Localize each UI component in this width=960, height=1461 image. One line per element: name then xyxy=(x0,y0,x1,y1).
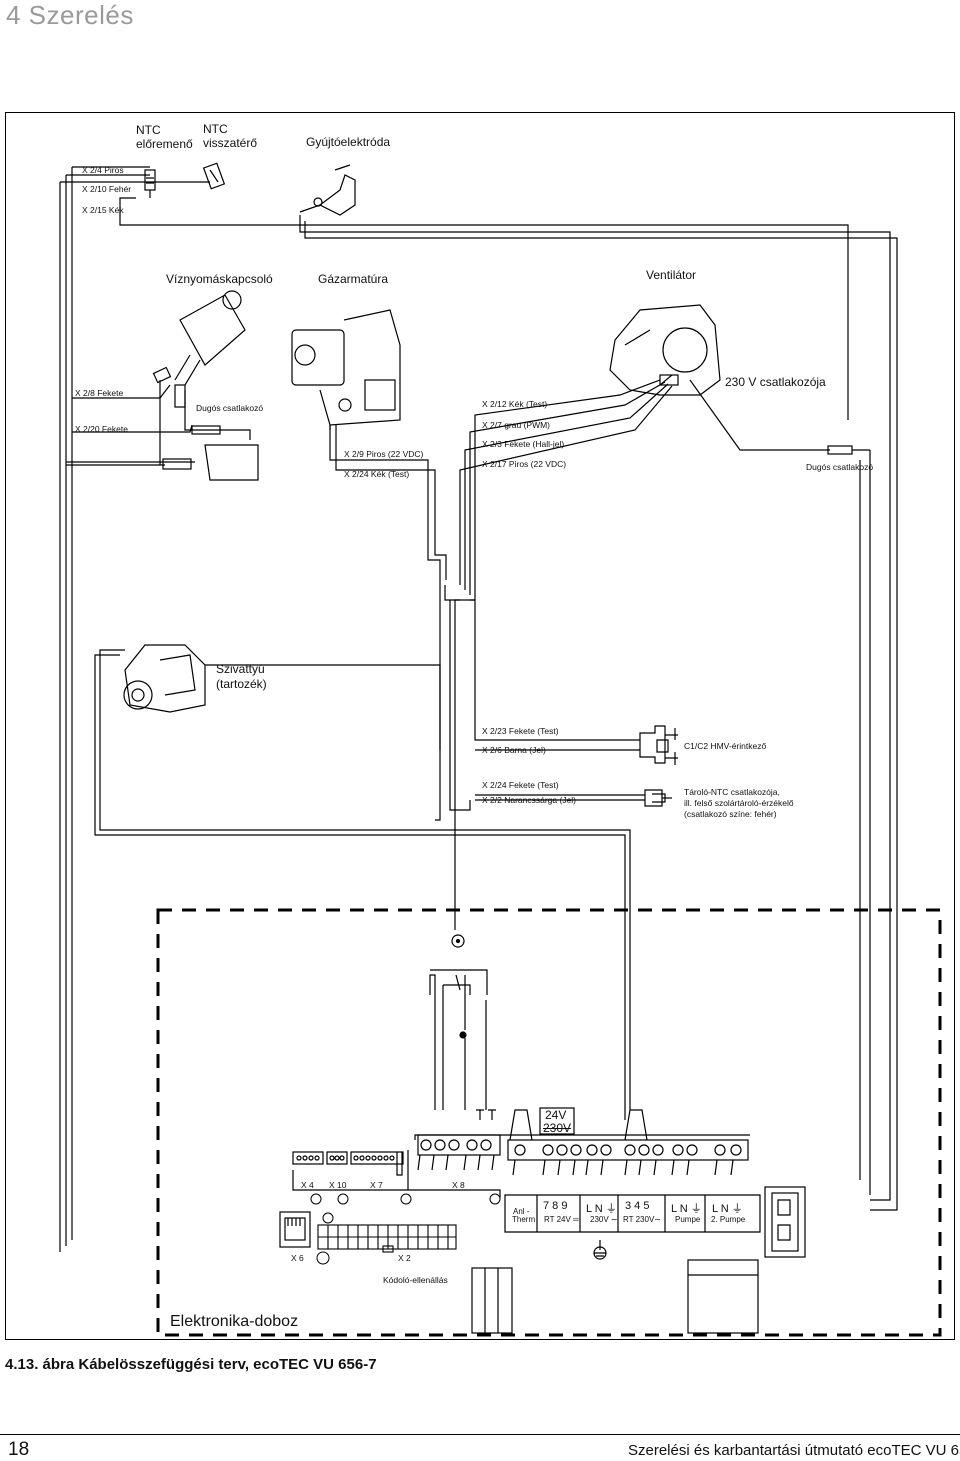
sensor-wires xyxy=(59,166,898,1252)
board-internal xyxy=(414,934,750,1141)
pressure-switch-label: Víznyomáskapcsoló xyxy=(166,272,273,286)
ntc-flow-label-2: előremenő xyxy=(136,137,193,151)
wire-label-x2-17: X 2/17 Piros (22 VDC) xyxy=(482,459,567,469)
gas-valve-icon xyxy=(291,309,401,430)
pump-label-1: Szivattyú xyxy=(216,662,265,676)
terminals-789-label: 7 8 9 xyxy=(543,1200,568,1212)
wire-label-x2-7: X 2/7 grau (PWM) xyxy=(482,420,551,430)
v230-label: 230V ∼ xyxy=(590,1215,618,1224)
coding-resistor-label: Kódoló-ellenállás xyxy=(383,1275,448,1285)
wire-label-x2-4: X 2/4 Piros xyxy=(82,165,124,175)
voltage-230v-label: 230V xyxy=(543,1121,572,1135)
wire-label-x2-9: X 2/9 Piros (22 VDC) xyxy=(344,449,424,459)
wire-label-x2-12: X 2/12 Kék (Test) xyxy=(482,399,548,409)
electronics-box-label: Elektronika-doboz xyxy=(170,1313,299,1330)
board-blocks xyxy=(471,1186,806,1334)
footer-document-title: Szerelési és karbantartási útmutató ecoT… xyxy=(628,1442,960,1459)
ntc-storage-label-2: ill. felső szolártároló-érzékelő xyxy=(684,798,794,808)
ignition-electrode-icon xyxy=(299,164,356,216)
ntc-return-sensor-icon xyxy=(202,162,226,190)
section-title: 4 Szerelés xyxy=(6,0,134,30)
wire-label-x2-15: X 2/15 Kék xyxy=(82,205,124,215)
left-component-wires xyxy=(66,380,447,821)
x6-jack-icon xyxy=(279,1211,311,1248)
x10-label: X 10 xyxy=(329,1180,347,1190)
rt-24v-label: RT 24V ═ xyxy=(544,1215,579,1224)
ntc-return-label-1: NTC xyxy=(203,122,228,136)
ntc-storage-connector-icon xyxy=(644,789,672,807)
ground-symbol-icon xyxy=(593,1240,607,1260)
fan-label: Ventilátor xyxy=(646,268,697,282)
voltage-24v-label: 24V xyxy=(545,1108,567,1122)
terminals-ln-2-label: L N ⏚ xyxy=(671,1203,702,1215)
wire-label-x2-2: X 2/2 Narancssárga (Jel) xyxy=(482,795,577,805)
fan-wires xyxy=(444,374,870,601)
pump2-terminal-label: 2. Pumpe xyxy=(711,1215,746,1224)
wire-label-x2-3: X 2/3 Fekete (Hall-jel) xyxy=(482,439,565,449)
x8-label: X 8 xyxy=(452,1180,465,1190)
board-feed-wires xyxy=(454,450,871,1195)
x6-label: X 6 xyxy=(291,1253,304,1263)
wire-label-x2-20: X 2/20 Fekete xyxy=(75,424,128,434)
pump-wires xyxy=(94,599,645,900)
connector-headers xyxy=(292,1150,501,1198)
fan-icon xyxy=(609,304,721,396)
terminal-block-left xyxy=(417,1134,501,1171)
wire-label-x2-6: X 2/6 Barna (Jel) xyxy=(482,745,546,755)
terminal-block-right xyxy=(507,1139,749,1176)
pump-terminal-label: Pumpe xyxy=(675,1215,701,1224)
rt-230v-label: RT 230V∼ xyxy=(623,1215,661,1224)
ntc-flow-sensor-icon xyxy=(144,169,156,198)
ntc-storage-label-1: Tároló-NTC csatlakozója, xyxy=(684,787,780,797)
ntc-return-label-2: visszatérő xyxy=(203,136,258,150)
anl-therm-label-1: Anl - xyxy=(513,1207,530,1216)
anl-therm-label-2: Therm xyxy=(512,1215,536,1224)
x7-label: X 7 xyxy=(370,1180,383,1190)
wire-label-x2-24-blue: X 2/24 Kék (Test) xyxy=(344,469,410,479)
pressure-switch-icon xyxy=(152,290,246,408)
terminals-ln-1-label: L N ⏚ xyxy=(586,1203,617,1215)
plug-left-label: Dugós csatlakozó xyxy=(196,403,264,413)
terminals-345-label: 3 4 5 xyxy=(625,1200,650,1212)
page-number: 18 xyxy=(8,1439,30,1460)
c1c2-connector-icon xyxy=(639,725,678,765)
x4-label: X 4 xyxy=(301,1180,314,1190)
terminals-ln-3-label: L N ⏚ xyxy=(712,1203,743,1215)
x2-connector-grid xyxy=(317,1224,457,1253)
fan-230v-label: 230 V csatlakozója xyxy=(725,375,826,389)
pump-icon xyxy=(123,644,206,713)
wire-label-x2-8: X 2/8 Fekete xyxy=(75,388,124,398)
ignition-electrode-label: Gyújtóelektróda xyxy=(306,135,391,149)
figure-caption: 4.13. ábra Kábelösszefüggési terv, ecoTE… xyxy=(5,1356,377,1373)
wire-label-x2-23: X 2/23 Fekete (Test) xyxy=(482,726,559,736)
wire-label-x2-10: X 2/10 Fehér xyxy=(82,184,132,194)
pump-label-2: (tartozék) xyxy=(216,677,267,691)
electronics-box-border xyxy=(156,908,942,1337)
wire-label-x2-24-black: X 2/24 Fekete (Test) xyxy=(482,780,559,790)
x2-label: X 2 xyxy=(398,1253,411,1263)
ntc-storage-label-3: (csatlakozó színe: fehér) xyxy=(684,809,777,819)
c1c2-label: C1/C2 HMV-érintkező xyxy=(684,741,767,751)
plug-right-label: Dugós csatlakozó xyxy=(806,462,874,472)
board-markers xyxy=(310,1193,501,1265)
gas-valve-label: Gázarmatúra xyxy=(318,272,389,286)
footer-divider xyxy=(0,1434,960,1435)
ntc-flow-label-1: NTC xyxy=(136,123,161,137)
diagram-frame xyxy=(5,112,955,1340)
